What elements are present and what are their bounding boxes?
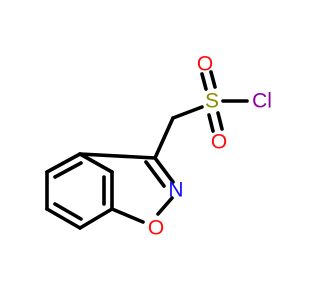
bond-ch2-s [171,105,204,120]
bond-s-o-bottom-1 [207,113,215,133]
bond-c3-n-1 [153,156,175,184]
bond-o-c7a [110,207,145,224]
bond-benzene-inner-1 [53,161,83,179]
atom-oxygen-sulfonyl-top: O [197,53,213,76]
benzene-ring [45,152,114,230]
bond-n-o [156,196,174,216]
atom-chlorine: Cl [252,90,272,113]
sulfonyl-chloride-group [153,70,249,160]
bond-benzene-inner-2 [53,202,83,221]
molecule-structure-diagram: O S Cl O N O [45,53,272,240]
bond-s-o-bottom-2 [216,111,224,131]
bond-s-o-top-2 [209,70,217,89]
bond-benzene-1 [45,152,82,174]
bond-c3-ch2 [153,116,175,160]
bond-c3-n-2 [144,160,166,188]
bond-s-o-top-1 [200,72,208,91]
bond-benzene-3 [45,207,82,230]
atom-sulfur: S [205,90,219,113]
bond-benzene-4 [78,207,114,230]
atom-nitrogen: N [168,179,183,202]
bond-c3a-c3 [78,152,157,160]
atom-oxygen-ring: O [148,217,164,240]
isoxazole-ring [78,152,175,224]
atom-oxygen-sulfonyl-bottom: O [211,131,227,154]
bond-benzene-6 [78,152,114,174]
